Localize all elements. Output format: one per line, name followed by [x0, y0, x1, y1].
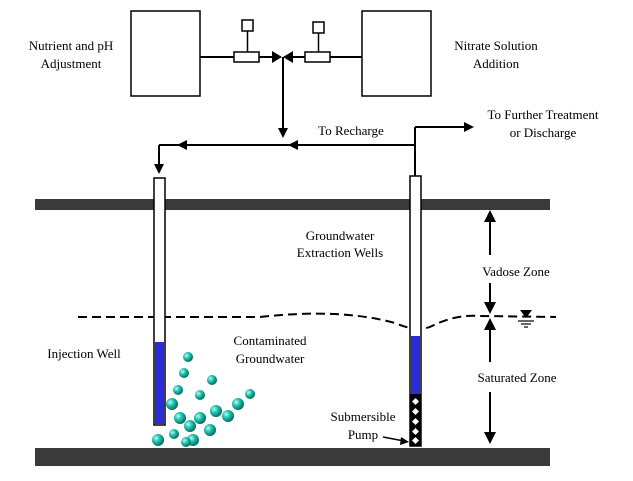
- contaminant-particle: [222, 410, 234, 422]
- arrow-head-icon: [272, 51, 282, 63]
- saturated-zone-label: Saturated Zone: [477, 370, 556, 385]
- submersible-pump-icon: [410, 394, 421, 446]
- arrow-down-icon: [484, 302, 496, 314]
- contaminated-groundwater-label: Groundwater: [236, 351, 305, 366]
- contaminant-particle: [232, 398, 244, 410]
- contaminant-particle: [204, 424, 216, 436]
- water-table-symbol-icon: [518, 310, 534, 328]
- contaminant-particle: [184, 420, 196, 432]
- contaminant-particle: [207, 375, 217, 385]
- contaminant-particle: [195, 390, 205, 400]
- contaminant-particle: [245, 389, 255, 399]
- aquifer-bottom: [35, 448, 550, 466]
- injection-well-casing: [153, 177, 166, 426]
- vadose-zone-label: Vadose Zone: [482, 264, 550, 279]
- pump-pointer: [382, 436, 405, 442]
- injection-well-water: [155, 342, 164, 424]
- valve-icon: [233, 19, 260, 63]
- arrow-left-icon: [177, 140, 187, 150]
- arrow-right-icon: [400, 437, 409, 445]
- contaminant-particle: [169, 429, 179, 439]
- arrow-down-icon: [484, 432, 496, 444]
- extraction-wells-label: Groundwater: [306, 228, 375, 243]
- contaminant-plume: [152, 352, 255, 447]
- contaminant-particle: [179, 368, 189, 378]
- contaminant-particle: [173, 385, 183, 395]
- injection-well-label: Injection Well: [47, 346, 121, 361]
- contaminant-particle: [210, 405, 222, 417]
- contaminant-particle: [181, 437, 191, 447]
- arrow-up-icon: [484, 210, 496, 222]
- contaminant-particle: [183, 352, 193, 362]
- nitrate-box: [361, 10, 432, 97]
- nutrient-label: Nutrient and pH: [29, 38, 113, 53]
- nutrient-label: Adjustment: [41, 56, 102, 71]
- contaminant-particle: [166, 398, 178, 410]
- further-treatment-label: or Discharge: [510, 125, 577, 140]
- nitrate-label: Nitrate Solution: [454, 38, 538, 53]
- recharge-label: To Recharge: [318, 123, 384, 138]
- nutrient-box: [130, 10, 201, 97]
- arrow-head-icon: [283, 51, 293, 63]
- valve-icon: [304, 21, 331, 63]
- extraction-well-water: [411, 336, 420, 394]
- extraction-wells-label: Extraction Wells: [297, 245, 383, 260]
- arrow-left-icon: [288, 140, 298, 150]
- contaminant-particle: [152, 434, 164, 446]
- submersible-pump-label: Submersible: [331, 409, 396, 424]
- contaminated-groundwater-label: Contaminated: [234, 333, 307, 348]
- contaminant-particle: [194, 412, 206, 424]
- water-table-line: [78, 312, 557, 330]
- arrow-up-icon: [484, 318, 496, 330]
- nitrate-label: Addition: [473, 56, 520, 71]
- arrow-down-icon: [154, 164, 164, 174]
- arrow-right-icon: [464, 122, 474, 132]
- ground-surface: [35, 199, 550, 210]
- submersible-pump-label: Pump: [348, 427, 378, 442]
- further-treatment-label: To Further Treatment: [487, 107, 598, 122]
- contaminant-particle: [174, 412, 186, 424]
- arrow-down-icon: [278, 128, 288, 138]
